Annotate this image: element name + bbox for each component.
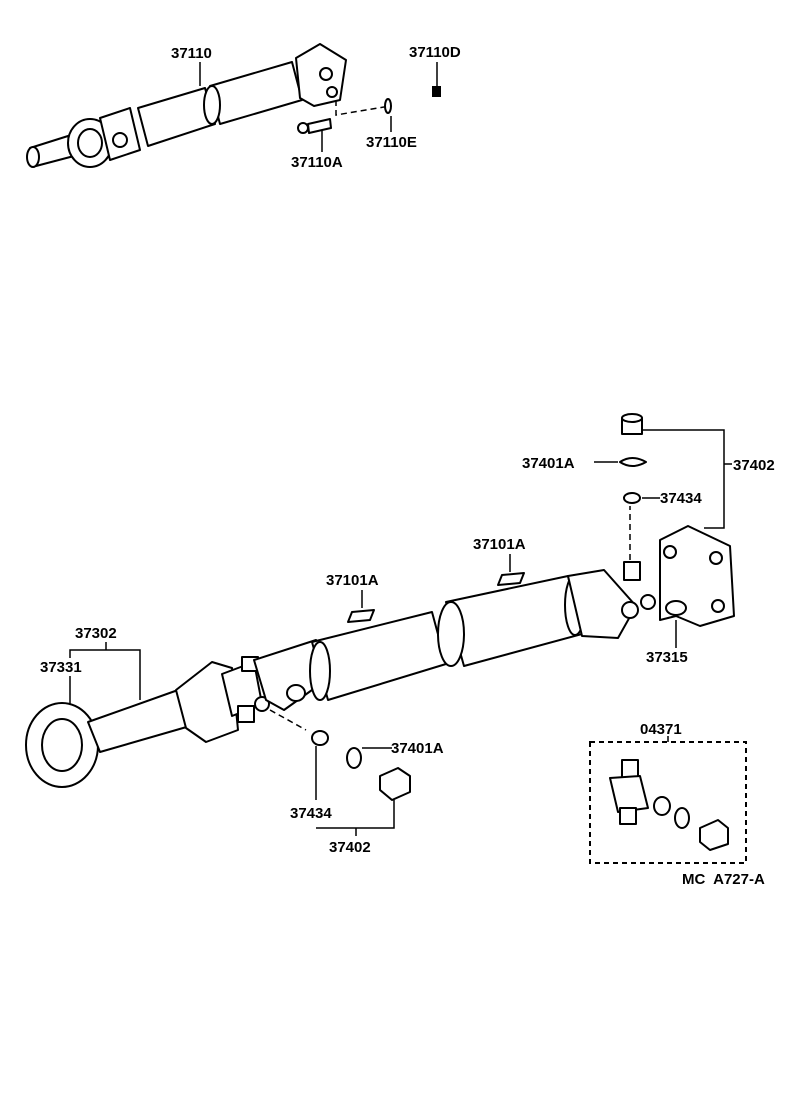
left-snap-ring — [346, 747, 362, 769]
rear-ujoint-center — [621, 601, 639, 619]
dust-deflector — [25, 702, 99, 788]
top-propeller-shaft — [26, 43, 347, 168]
slip-yoke-tube — [87, 689, 191, 753]
left-bearing-axis — [269, 709, 307, 731]
left-bearing-stack — [269, 709, 411, 801]
top-washer — [384, 98, 392, 114]
flange-hole-4 — [665, 600, 687, 616]
left-spider-bearing — [311, 730, 329, 746]
top-bolt-shank — [307, 118, 332, 134]
main-tube-left — [311, 611, 447, 701]
label-37402-left: 37402 — [329, 839, 371, 856]
label-37434-right: 37434 — [660, 490, 702, 507]
top-nut — [432, 86, 441, 97]
main-tube-left-end — [309, 641, 331, 701]
kit-spider-body — [609, 775, 649, 813]
label-37402-right: 37402 — [733, 457, 775, 474]
flange-hole-2 — [709, 551, 723, 565]
right-bearing-cup-top — [621, 413, 643, 423]
label-37101A-center: 37101A — [473, 536, 526, 553]
front-yoke — [175, 661, 239, 743]
top-tube-right — [209, 61, 303, 125]
top-flange-hole — [319, 67, 333, 81]
spider-kit-box — [589, 741, 747, 864]
main-tube-break — [437, 601, 465, 667]
label-37110D: 37110D — [409, 44, 461, 61]
label-37302: 37302 — [75, 625, 117, 642]
label-37434-left: 37434 — [290, 805, 332, 822]
top-fasteners — [297, 86, 441, 134]
right-bearing-stack — [619, 413, 647, 560]
top-flange-hole-2 — [326, 86, 338, 98]
spider-kit-outline — [589, 741, 747, 864]
flange-yoke — [659, 525, 735, 627]
top-spline-end — [26, 146, 40, 168]
label-37331: 37331 — [40, 659, 82, 676]
shaft-yoke-hole — [286, 684, 306, 702]
top-ujoint-cap — [112, 132, 128, 148]
label-37110A: 37110A — [291, 154, 343, 171]
top-leaders — [199, 62, 438, 152]
kit-bearing — [653, 796, 671, 816]
top-slip-yoke-bore — [77, 128, 103, 158]
flange-hole-3 — [711, 599, 725, 613]
label-37110E: 37110E — [366, 134, 417, 151]
main-propeller-shaft — [87, 561, 656, 753]
main-leaders — [69, 429, 732, 836]
label-37101A-left: 37101A — [326, 572, 379, 589]
rear-ujoint-cap-top — [623, 561, 641, 581]
label-37401A-left: 37401A — [391, 740, 444, 757]
kit-snap-ring — [674, 807, 690, 829]
left-bearing-cup — [379, 767, 411, 801]
right-spider-bearing — [623, 492, 641, 504]
right-snap-ring — [619, 457, 647, 467]
rear-ujoint-cap-side — [640, 594, 656, 610]
label-37110: 37110 — [171, 45, 212, 62]
kit-spider-bottom — [619, 807, 637, 825]
label-37401A-right: 37401A — [522, 455, 575, 472]
shim-left — [347, 609, 375, 623]
rear-yoke — [567, 569, 637, 639]
top-tube-joint — [203, 85, 221, 125]
top-tube-left — [137, 87, 216, 147]
label-04371: 04371 — [640, 721, 682, 738]
shim-center — [497, 572, 525, 586]
label-37315: 37315 — [646, 649, 688, 666]
main-tube-right — [445, 575, 583, 667]
top-bolt-head — [297, 122, 309, 134]
figure-code: MC A727-A — [682, 871, 765, 888]
kit-bearing-cup — [699, 819, 729, 851]
deflector-bore — [41, 718, 83, 772]
top-bolt-axis — [335, 100, 391, 116]
flange-hole-1 — [663, 545, 677, 559]
front-ujoint-cap-bottom — [237, 705, 255, 723]
